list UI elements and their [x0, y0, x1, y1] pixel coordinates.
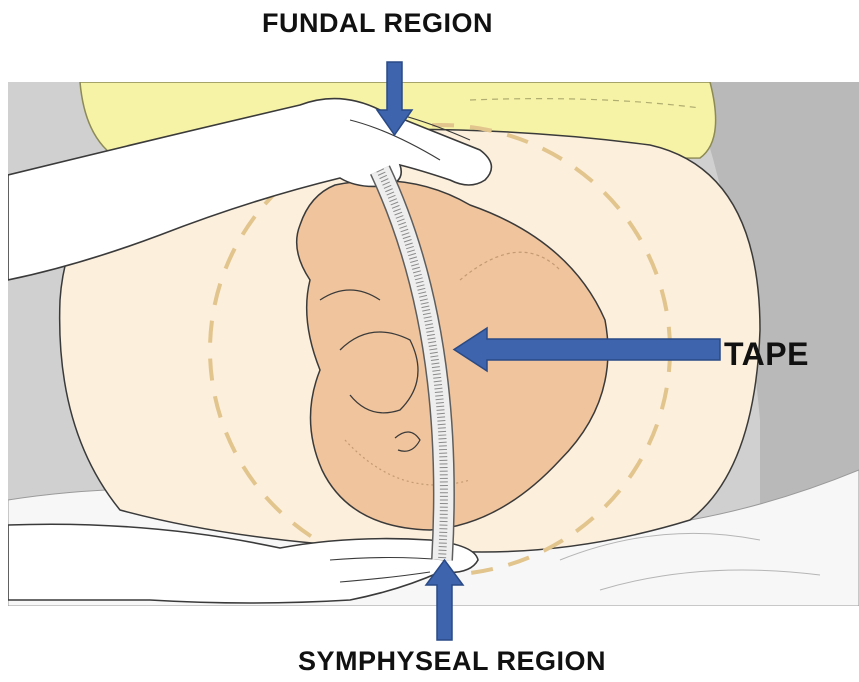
tape-label: TAPE [724, 336, 809, 373]
fundal-region-label: FUNDAL REGION [262, 8, 493, 39]
symphyseal-region-label: SYMPHYSEAL REGION [298, 646, 606, 677]
